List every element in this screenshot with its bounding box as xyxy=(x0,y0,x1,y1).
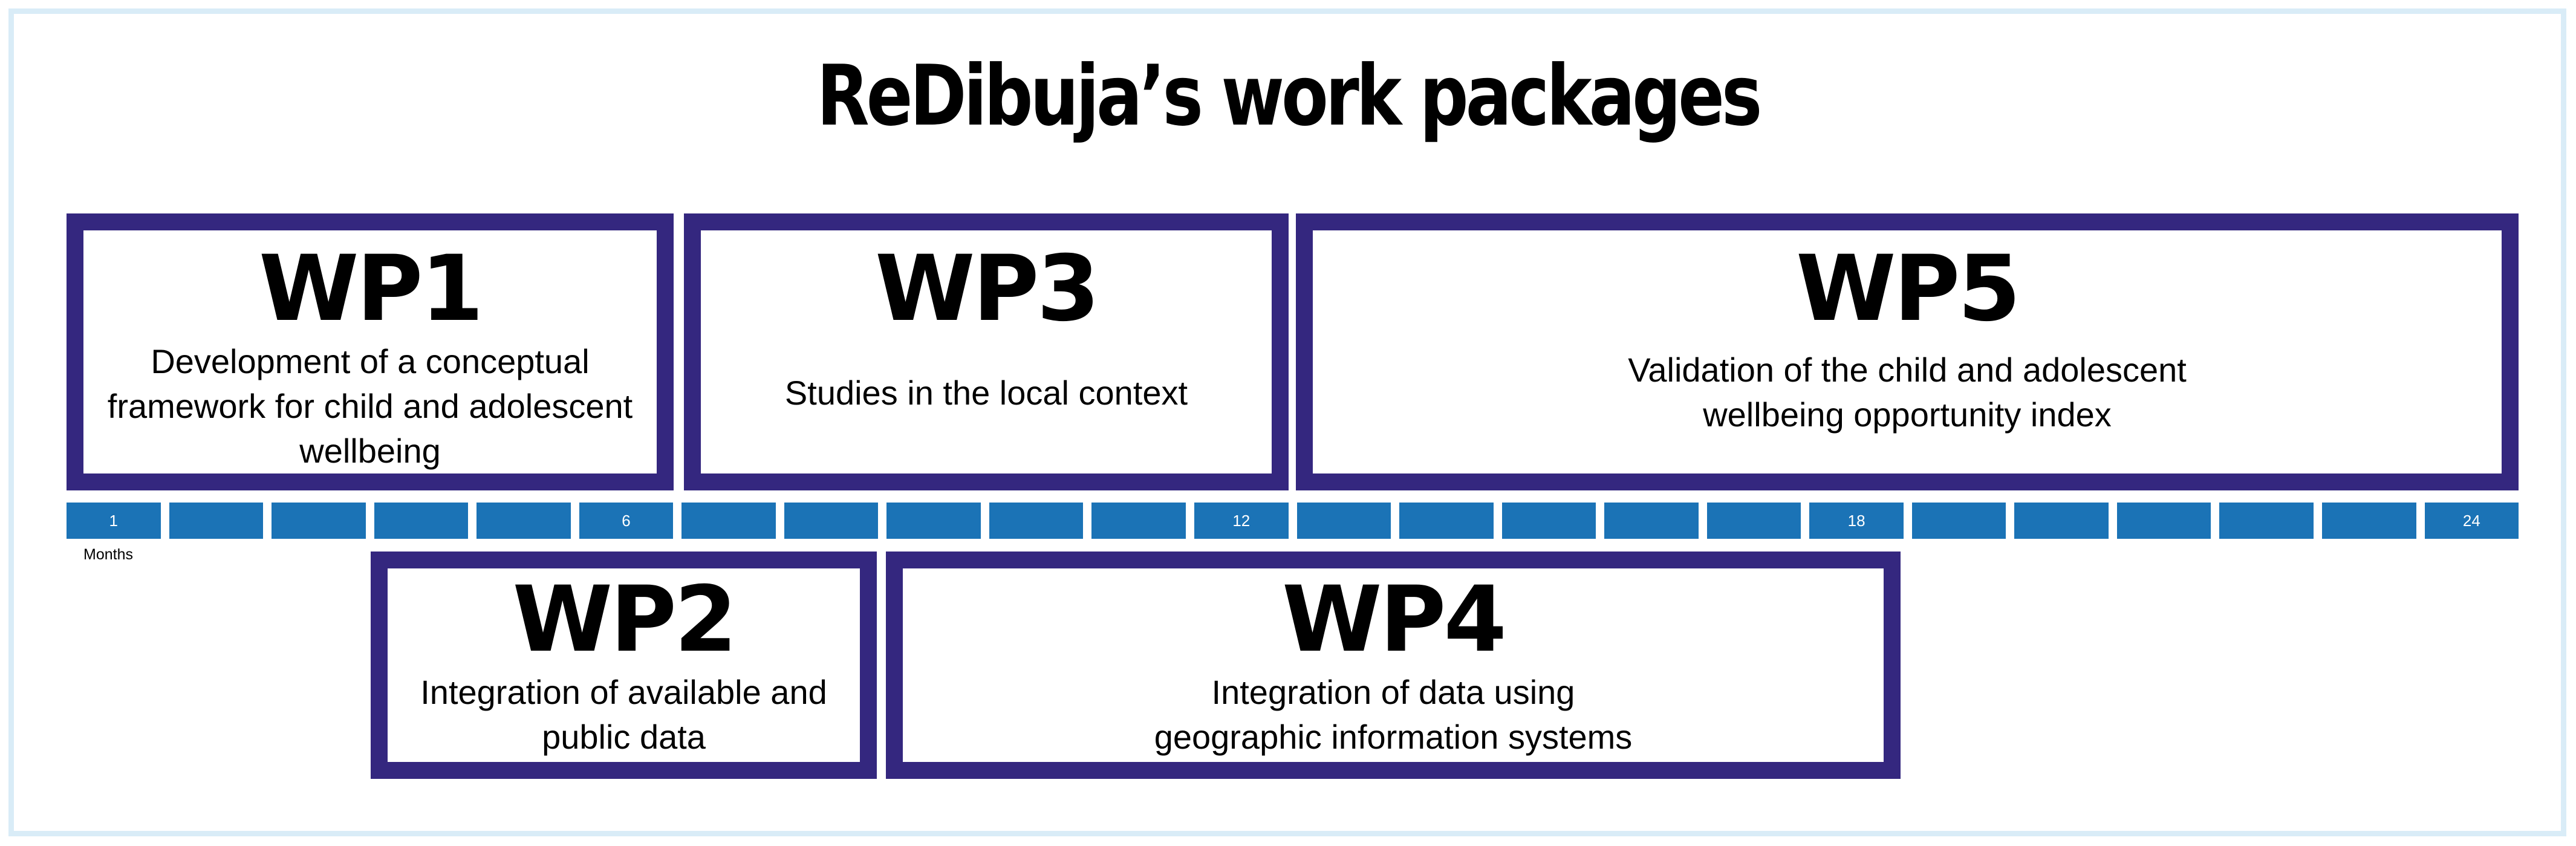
month-cell-19 xyxy=(1911,503,2006,539)
month-cell-9 xyxy=(886,503,981,539)
wp3-description: Studies in the local context xyxy=(784,374,1188,412)
month-cell-24: 24 xyxy=(2424,503,2519,539)
month-cell-17 xyxy=(1706,503,1801,539)
diagram-title: ReDibuja’s work packages xyxy=(816,47,1763,145)
month-cell-1: 1 xyxy=(67,503,161,539)
month-cell-16 xyxy=(1604,503,1699,539)
month-cell-15 xyxy=(1501,503,1596,539)
month-cell-13 xyxy=(1296,503,1391,539)
wp2-box: WP2 Integration of available and public … xyxy=(371,552,877,779)
wp1-box: WP1 Development of a conceptual framewor… xyxy=(67,213,674,490)
month-cell-14 xyxy=(1399,503,1494,539)
month-cell-7 xyxy=(681,503,776,539)
wp4-description: Integration of data using geographic inf… xyxy=(1154,673,1633,756)
month-cell-6: 6 xyxy=(579,503,674,539)
wp5-description: Validation of the child and adolescent w… xyxy=(1628,351,2187,434)
month-cell-2 xyxy=(169,503,264,539)
month-cell-3 xyxy=(272,503,366,539)
wp2-code: WP2 xyxy=(512,567,738,672)
wp1-description: Development of a conceptual framework fo… xyxy=(107,342,633,470)
month-cell-8 xyxy=(784,503,879,539)
wp2-description: Integration of available and public data xyxy=(420,673,827,756)
wp5-code: WP5 xyxy=(1796,236,2021,342)
wp5-box: WP5 Validation of the child and adolesce… xyxy=(1296,213,2519,490)
month-cell-22 xyxy=(2219,503,2314,539)
month-cell-12: 12 xyxy=(1194,503,1289,539)
month-cell-11 xyxy=(1091,503,1186,539)
month-cell-5 xyxy=(476,503,571,539)
wp1-code: WP1 xyxy=(259,236,484,342)
month-cell-18: 18 xyxy=(1809,503,1904,539)
wp3-code: WP3 xyxy=(875,236,1100,342)
months-timeline: 1 6 12 18 24 xyxy=(67,503,2519,539)
wp4-box: WP4 Integration of data using geographic… xyxy=(886,552,1901,779)
wp3-box: WP3 Studies in the local context xyxy=(684,213,1289,490)
months-label: Months xyxy=(83,546,133,563)
month-cell-23 xyxy=(2322,503,2416,539)
wp4-code: WP4 xyxy=(1282,567,1507,672)
month-cell-20 xyxy=(2014,503,2109,539)
month-cell-4 xyxy=(374,503,469,539)
month-cell-10 xyxy=(989,503,1084,539)
month-cell-21 xyxy=(2116,503,2211,539)
